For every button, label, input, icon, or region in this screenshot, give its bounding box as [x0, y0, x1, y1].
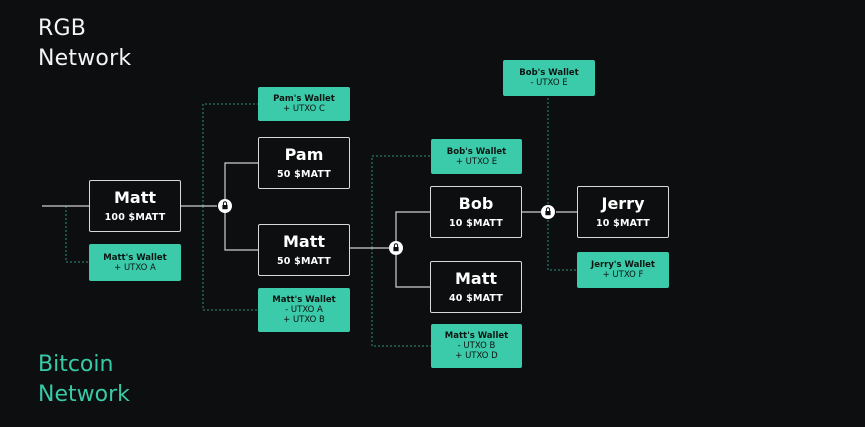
node-name: Matt	[113, 187, 156, 207]
title-line-1: RGB	[38, 16, 87, 41]
node-name: Jerry	[601, 193, 645, 213]
node-amount: 50 $MATT	[277, 255, 331, 267]
wallet-name: Matt's Wallet	[444, 331, 509, 341]
solid-link-lock-2-matt-3	[395, 254, 430, 288]
wallet-bob-utxo-e: Bob's Wallet + UTXO E	[431, 139, 522, 174]
node-amount: 40 $MATT	[449, 292, 503, 304]
wallet-name: Matt's Wallet	[272, 295, 336, 305]
solid-link-lock-1-pam	[224, 162, 258, 200]
node-amount: 100 $MATT	[104, 211, 166, 223]
node-name: Matt	[282, 231, 325, 251]
wallet-utxo-line: + UTXO A	[114, 262, 156, 273]
solid-link-lock-1-matt-2	[224, 212, 258, 251]
lock-icon	[541, 205, 555, 219]
title-line-2: Network	[38, 46, 132, 71]
node-bob: Bob 10 $MATT	[430, 186, 522, 238]
wallet-name: Bob's Wallet	[446, 146, 507, 157]
lock-icon	[218, 199, 232, 213]
dashed-link-bobs-wallet-1	[371, 155, 431, 248]
dashed-link-matts-wallet-3	[371, 248, 431, 347]
node-name: Pam	[284, 144, 324, 164]
wallet-name: Pam's Wallet	[273, 94, 335, 104]
node-matt-initial: Matt 100 $MATT	[89, 180, 181, 232]
wallet-utxo-line: - UTXO E	[530, 78, 568, 88]
dashed-link-matt-wallet-1	[65, 206, 89, 263]
bitcoin-network-label: Bitcoin Network	[38, 350, 130, 410]
dashed-link-pams-wallet	[202, 103, 258, 206]
node-name: Matt	[454, 268, 497, 288]
wallet-matt-utxo-b: Matt's Wallet - UTXO A + UTXO B	[258, 288, 350, 332]
solid-link-lock-2-bob	[395, 211, 430, 242]
node-pam: Pam 50 $MATT	[258, 137, 350, 189]
bitcoin-line-2: Network	[38, 382, 130, 407]
bitcoin-line-1: Bitcoin	[38, 352, 114, 377]
wallet-name: Jerry's Wallet	[591, 260, 655, 270]
wallet-name: Bob's Wallet	[519, 68, 579, 78]
wallet-pam-utxo-c: Pam's Wallet + UTXO C	[258, 87, 350, 121]
wallet-matt-utxo-d: Matt's Wallet - UTXO B + UTXO D	[431, 324, 522, 368]
wallet-utxo-line: + UTXO D	[455, 351, 498, 361]
lock-icon	[389, 241, 403, 255]
wallet-jerry-utxo-f: Jerry's Wallet + UTXO F	[577, 252, 669, 288]
node-matt-second: Matt 50 $MATT	[258, 224, 350, 276]
wallet-utxo-line: + UTXO C	[283, 104, 325, 114]
solid-connectors	[42, 162, 577, 288]
node-amount: 10 $MATT	[596, 217, 650, 229]
wallet-utxo-line: + UTXO E	[455, 156, 498, 167]
dashed-link-matts-wallet-2	[202, 206, 258, 311]
wallet-utxo-line: - UTXO B	[457, 341, 496, 351]
node-amount: 10 $MATT	[449, 217, 503, 229]
node-name: Bob	[458, 193, 494, 213]
wallet-utxo-line: - UTXO A	[285, 305, 323, 315]
node-jerry: Jerry 10 $MATT	[577, 186, 669, 238]
wallet-utxo-line: + UTXO B	[283, 315, 325, 325]
dashed-link-jerrys-wallet	[547, 212, 577, 271]
wallet-utxo-line: + UTXO F	[602, 270, 644, 280]
rgb-network-title: RGB Network	[38, 14, 131, 74]
wallet-matt-utxo-a: Matt's Wallet + UTXO A	[89, 244, 181, 281]
node-matt-third: Matt 40 $MATT	[430, 261, 522, 313]
wallet-name: Matt's Wallet	[103, 252, 167, 263]
node-amount: 50 $MATT	[277, 168, 331, 180]
wallet-bob-spend-utxo-e: Bob's Wallet - UTXO E	[503, 60, 595, 96]
